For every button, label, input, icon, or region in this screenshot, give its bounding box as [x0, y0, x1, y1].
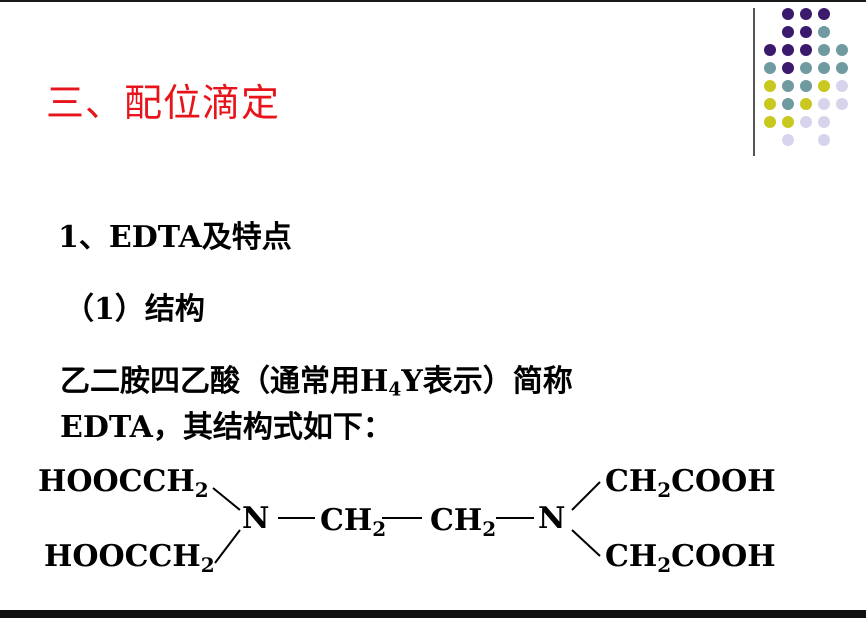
methylene-b: CH2 [430, 503, 496, 541]
bond-left-bottom [214, 529, 241, 564]
decoration-dot [782, 62, 794, 74]
decoration-dot [818, 62, 830, 74]
desc-text-a: 乙二胺四乙酸（通常用H [60, 364, 389, 399]
decoration-dot [818, 26, 830, 38]
top-rule [0, 0, 866, 2]
decoration-dot [818, 116, 830, 128]
right-bottom-group: CH2COOH [605, 539, 776, 577]
bond-right-top [571, 481, 601, 511]
decoration-dot [782, 80, 794, 92]
desc-text-b: Y表示）简称 [401, 364, 573, 399]
decoration-dot [764, 98, 776, 110]
decoration-dot [800, 116, 812, 128]
decoration-dot [782, 44, 794, 56]
decoration-dot [764, 62, 776, 74]
decoration-dot [818, 80, 830, 92]
desc-subscript: 4 [388, 379, 402, 401]
decoration-dot [836, 98, 848, 110]
section-heading: 1、EDTA及特点 [58, 220, 292, 255]
decoration-dot [818, 8, 830, 20]
decoration-dot [764, 80, 776, 92]
decoration-dot [836, 80, 848, 92]
decoration-dot [764, 44, 776, 56]
bottom-rule [0, 610, 866, 618]
vertical-rule [753, 8, 755, 156]
left-bottom-group: HOOCCH2 [44, 539, 215, 577]
decoration-dot [800, 80, 812, 92]
decoration-dot [818, 134, 830, 146]
methylene-a: CH2 [320, 503, 386, 541]
decoration-dot [782, 134, 794, 146]
slide-title: 三、配位滴定 [46, 81, 281, 125]
nitrogen-right: N [538, 501, 565, 536]
edta-structural-formula: HOOCCH2 HOOCCH2 N CH2 CH2 N CH2COOH CH2C… [38, 464, 776, 577]
decoration-dot [800, 8, 812, 20]
decoration-dot [836, 44, 848, 56]
decoration-dot [800, 26, 812, 38]
right-top-group: CH2COOH [605, 464, 776, 502]
bond-right-bottom [571, 529, 601, 557]
description-line-2: EDTA，其结构式如下： [60, 410, 393, 445]
description-line-1: 乙二胺四乙酸（通常用H4Y表示）简称 [60, 356, 573, 400]
decoration-dot [800, 44, 812, 56]
bond-left-top [212, 487, 241, 511]
dot-grid-decoration [764, 8, 848, 146]
nitrogen-left: N [242, 501, 269, 536]
decoration-dot [764, 116, 776, 128]
decoration-dot [800, 62, 812, 74]
decoration-dot [818, 44, 830, 56]
decoration-dot [836, 62, 848, 74]
decoration-dot [800, 98, 812, 110]
decoration-dot [782, 26, 794, 38]
left-top-group: HOOCCH2 [38, 464, 209, 502]
decoration-dot [818, 98, 830, 110]
decoration-dot [782, 98, 794, 110]
subsection-heading: （1）结构 [64, 292, 205, 327]
decoration-dot [782, 8, 794, 20]
decoration-dot [782, 116, 794, 128]
